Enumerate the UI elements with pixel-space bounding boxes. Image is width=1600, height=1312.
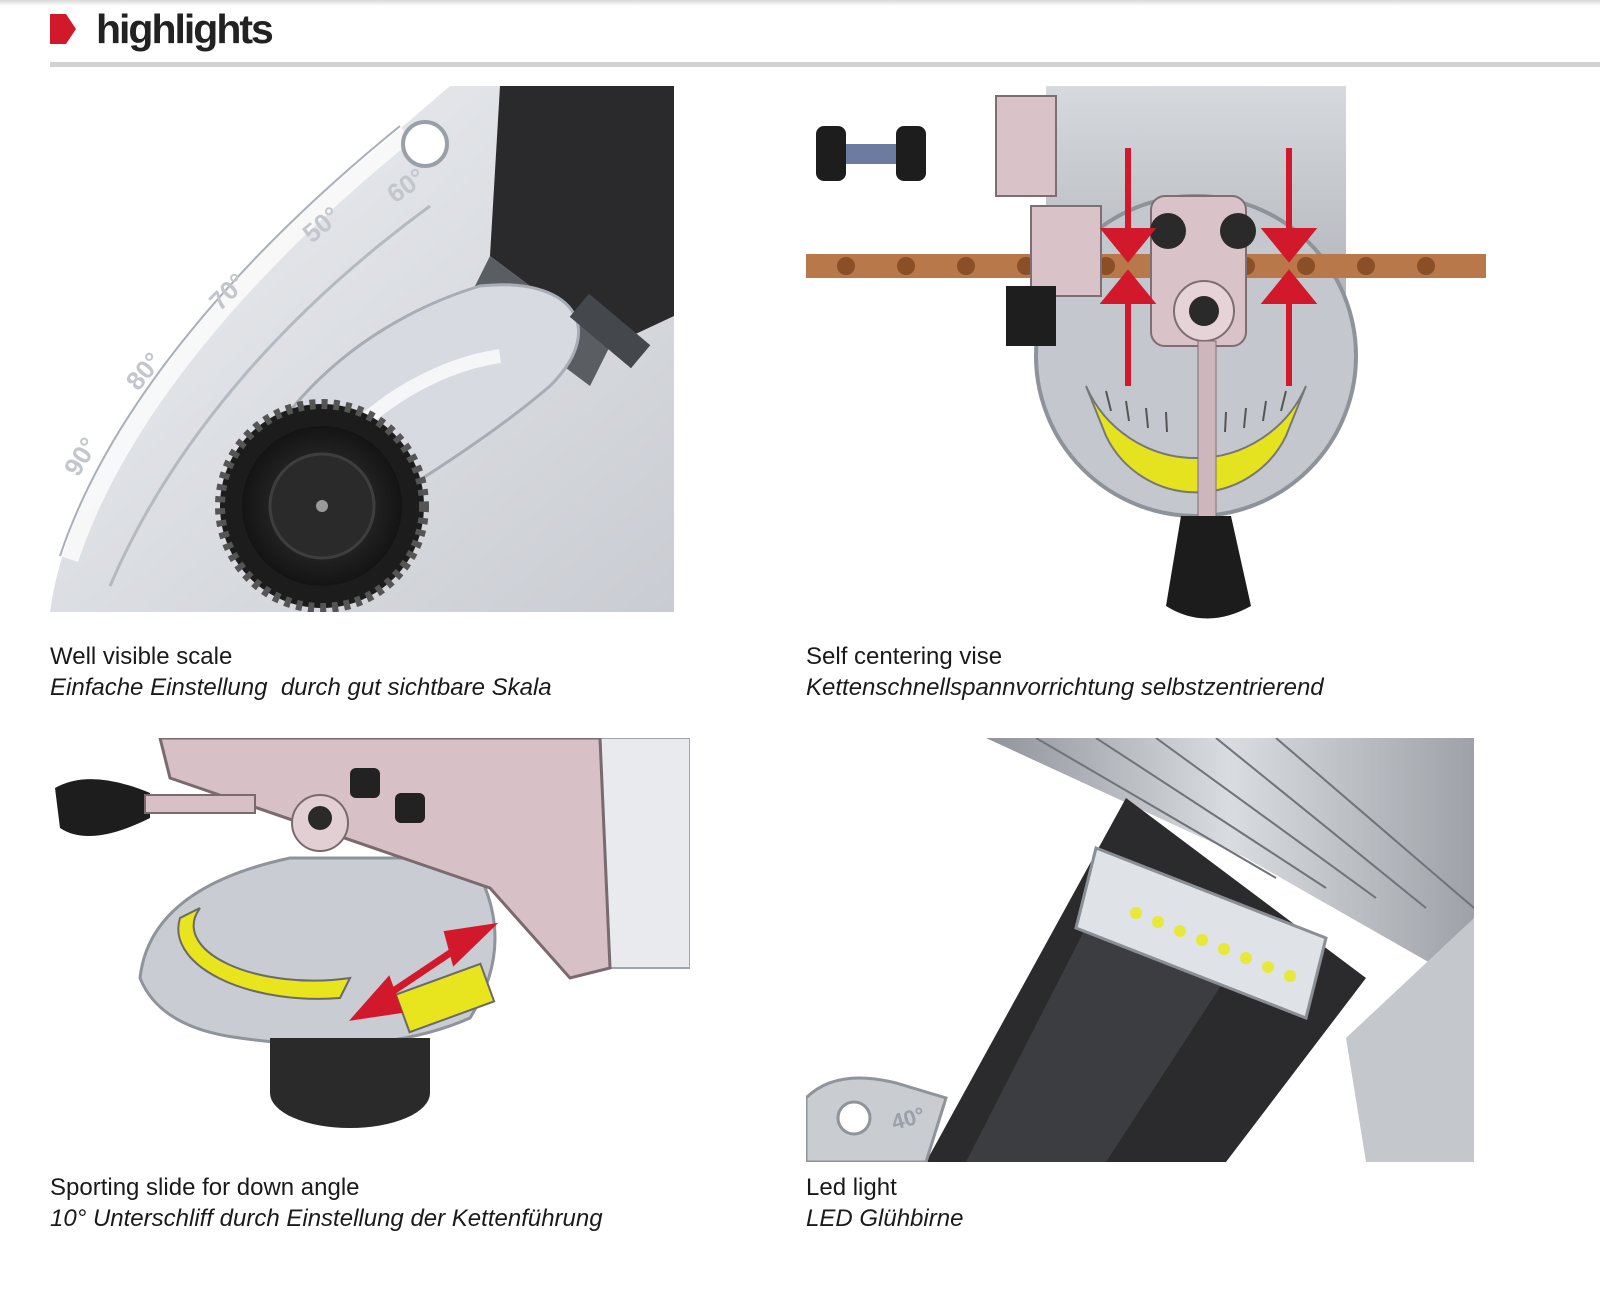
section-title: highlights xyxy=(96,5,274,52)
caption-vise: Self centering vise Kettenschnellspannvo… xyxy=(806,641,1324,703)
caption-german: Kettenschnellspannvorrichtung selbstzent… xyxy=(806,674,1324,701)
led-bulbs-icon xyxy=(1130,907,1296,982)
vise-photo xyxy=(806,86,1486,634)
scale-photo: 60° 50° 70° 80° 90° xyxy=(50,86,674,612)
top-edge-shadow xyxy=(0,0,1600,6)
adjust-double-arrow-icon xyxy=(349,922,499,1021)
caption-led: Led light LED Glühbirne xyxy=(806,1172,963,1234)
clamp-arrows-icon xyxy=(1099,148,1318,386)
caption-english: Well visible scale xyxy=(50,643,233,670)
caption-english: Self centering vise xyxy=(806,643,1003,670)
caption-english: Sporting slide for down angle xyxy=(50,1174,360,1201)
slide-photo xyxy=(50,738,690,1140)
caption-german: LED Glühbirne xyxy=(806,1205,964,1232)
red-pentagon-bullet-icon xyxy=(50,14,76,44)
caption-german: 10° Unterschliff durch Einstellung der K… xyxy=(50,1205,603,1232)
led-photo: 40° xyxy=(806,738,1474,1162)
header-divider xyxy=(50,62,1600,67)
caption-german: Einfache Einstellung durch gut sichtbare… xyxy=(50,674,552,701)
caption-scale: Well visible scale Einfache Einstellung … xyxy=(50,641,552,703)
section-header: highlights xyxy=(50,2,274,56)
caption-english: Led light xyxy=(806,1174,897,1201)
adjustment-knob-icon xyxy=(215,399,429,612)
caption-slide: Sporting slide for down angle 10° Unters… xyxy=(50,1172,603,1234)
